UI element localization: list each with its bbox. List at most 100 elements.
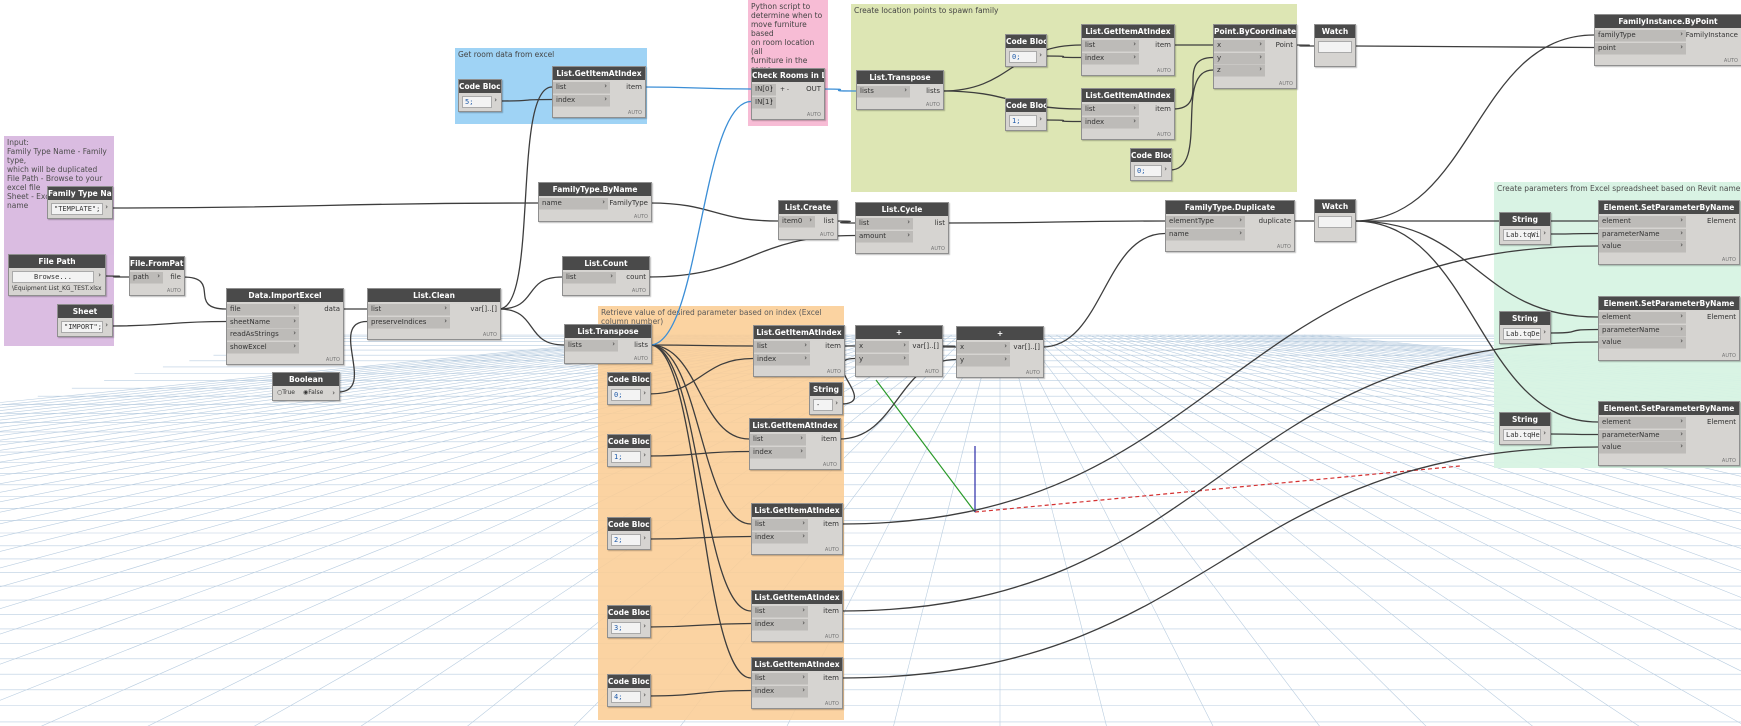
output-port-item[interactable]: item [823, 520, 839, 528]
input-port-path[interactable]: path› [130, 272, 163, 284]
node-title[interactable]: Code Block [459, 80, 501, 93]
input-port-list[interactable]: list› [368, 304, 450, 316]
input-port-readasstrings[interactable]: readAsStrings› [227, 329, 299, 341]
output-port-data[interactable]: data [324, 305, 340, 313]
input-port-item0[interactable]: item0› [779, 216, 815, 228]
input-port-list[interactable]: list› [563, 272, 616, 284]
input-port-element[interactable]: element› [1599, 312, 1686, 324]
output-port-item[interactable]: item [1155, 105, 1171, 113]
node-title[interactable]: Watch [1315, 25, 1355, 38]
node-title[interactable]: + [856, 326, 942, 339]
node-family-type-name[interactable]: Family Type Name "TEMPLATE";› [47, 186, 113, 219]
input-port-in1[interactable]: IN[1]› [752, 96, 776, 109]
input-port-z[interactable]: z› [1214, 65, 1265, 77]
value-field[interactable]: "TEMPLATE"; [51, 203, 103, 215]
input-port-name[interactable]: name› [539, 198, 608, 210]
input-port-list[interactable]: list› [752, 673, 808, 685]
output-port-var[interactable]: var[]..[] [1013, 343, 1040, 351]
output-arrow-icon[interactable]: › [1039, 51, 1042, 59]
node-title[interactable]: List.GetItemAtIndex [752, 658, 842, 671]
input-port-y[interactable]: y› [1214, 52, 1265, 65]
input-port-showexcel[interactable]: showExcel› [227, 341, 299, 354]
output-arrow-icon[interactable]: › [105, 203, 108, 211]
output-port-item[interactable]: item [823, 607, 839, 615]
input-port-list[interactable]: list› [1082, 40, 1139, 52]
node-title[interactable]: List.Transpose [565, 325, 651, 338]
output-arrow-icon[interactable]: › [332, 389, 335, 397]
node-title[interactable]: Code Block [1131, 149, 1171, 162]
node-title[interactable]: String [810, 383, 842, 396]
node-title[interactable]: Code Block [608, 606, 650, 619]
input-port-index[interactable]: index› [1082, 52, 1139, 65]
node-title[interactable]: FamilyType.Duplicate [1166, 201, 1294, 214]
output-arrow-icon[interactable]: › [1039, 115, 1042, 123]
output-arrow-icon[interactable]: › [643, 534, 646, 542]
node-sheet[interactable]: Sheet"IMPORT";› [57, 304, 113, 337]
node-title[interactable]: List.GetItemAtIndex [752, 504, 842, 517]
value-field[interactable]: 1; [1009, 115, 1037, 127]
node-watch2[interactable]: Watch [1314, 199, 1356, 242]
node-title[interactable]: String [1500, 312, 1550, 325]
radio-false[interactable]: ◉False [303, 389, 323, 396]
value-field[interactable]: 0; [1009, 51, 1037, 63]
node-code-block-0a[interactable]: Code Block 0;› [1005, 34, 1047, 67]
output-arrow-icon[interactable]: › [1543, 429, 1546, 437]
input-port-name[interactable]: name› [1166, 228, 1245, 241]
output-arrow-icon[interactable]: › [643, 451, 646, 459]
output-port-item[interactable]: item [1155, 41, 1171, 49]
output-arrow-icon[interactable]: › [1164, 165, 1167, 173]
input-port-parametername[interactable]: parameterName› [1599, 324, 1686, 337]
output-arrow-icon[interactable]: › [494, 96, 497, 104]
value-field[interactable]: 0; [611, 389, 641, 401]
node-title[interactable]: Code Block [608, 373, 650, 386]
node-title[interactable]: List.GetItemAtIndex [752, 591, 842, 604]
node-title[interactable]: Code Block [608, 518, 650, 531]
output-arrow-icon[interactable]: › [1543, 229, 1546, 237]
input-port-index[interactable]: index› [752, 618, 808, 631]
node-title[interactable]: List.GetItemAtIndex [553, 67, 645, 80]
node-check-rooms[interactable]: Check Rooms in ListIN[0]›IN[1]›OUT+ -AUT… [751, 68, 825, 120]
input-port-x[interactable]: x› [856, 341, 909, 353]
node-plus2[interactable]: +x›y›var[]..[]AUTO [956, 326, 1044, 378]
node-title[interactable]: FamilyInstance.ByPoint [1595, 15, 1741, 28]
value-field[interactable]: 0; [1134, 165, 1162, 177]
node-title[interactable]: String [1500, 213, 1550, 226]
value-field[interactable]: Lab.tqWidth [1503, 229, 1541, 241]
node-watch1[interactable]: Watch [1314, 24, 1356, 67]
node-title[interactable]: Code Block [1006, 35, 1046, 48]
node-title[interactable]: Family Type Name [48, 187, 112, 200]
input-port-index[interactable]: index› [752, 531, 808, 544]
input-port-elementtype[interactable]: elementType› [1166, 216, 1245, 228]
input-port-parametername[interactable]: parameterName› [1599, 429, 1686, 442]
output-port-list[interactable]: list [823, 217, 834, 225]
input-port-y[interactable]: y› [856, 353, 909, 366]
value-field[interactable]: 3; [611, 622, 641, 634]
value-field[interactable]: 1; [611, 451, 641, 463]
output-port-list[interactable]: list [934, 219, 945, 227]
value-field[interactable]: Lab.tqHeight [1503, 429, 1541, 441]
output-port-var[interactable]: var[]..[] [470, 305, 497, 313]
input-port-point[interactable]: point› [1595, 42, 1686, 55]
node-boolean[interactable]: Boolean○True◉False› [272, 372, 340, 401]
node-title[interactable]: Code Block [608, 435, 650, 448]
browse-button[interactable]: Browse... [12, 271, 94, 283]
output-arrow-icon[interactable]: › [643, 691, 646, 699]
